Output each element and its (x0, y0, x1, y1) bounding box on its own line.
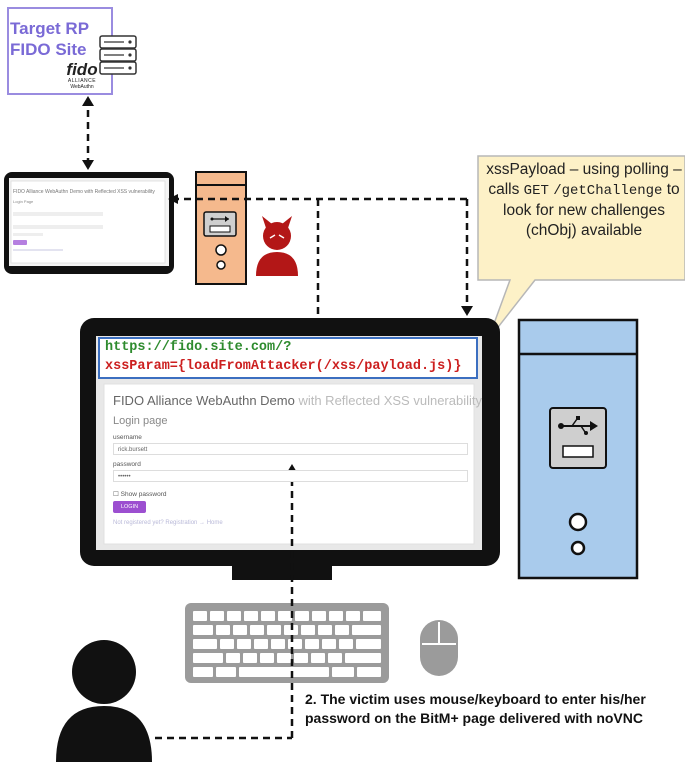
fido-logo-webauthn: WebAuthn (70, 84, 94, 90)
show-password-label: Show password (120, 491, 167, 498)
login-button[interactable]: LOGIN (113, 501, 146, 513)
fido-logo: fido ALLIANCE WebAuthn (62, 60, 102, 90)
attacker-screen-login: Login Page (13, 199, 34, 204)
url-bar-line1[interactable]: https://fido.site.com/? (105, 340, 292, 355)
fido-logo-word: fido (66, 60, 98, 79)
target-rp-site (7, 7, 137, 95)
callout-part2: to look for new challenges (chObj) avail… (503, 180, 680, 239)
callout-bubble (477, 155, 685, 341)
attacker-computer-tower (195, 171, 247, 285)
attacker-screen-button (13, 240, 27, 245)
victim-computer-tower (517, 318, 639, 580)
victim-caption: 2. The victim uses mouse/keyboard to ent… (305, 691, 646, 726)
url-bar-line2[interactable]: xssParam={loadFromAttacker(/xss/payload.… (105, 359, 462, 374)
login-heading: Login page (113, 415, 168, 427)
callout-code-endpoint: /getChallenge (553, 182, 663, 199)
page-title-main: FIDO Alliance WebAuthn Demo (113, 393, 295, 408)
callout-text: xssPayload – using polling – calls GET /… (480, 160, 685, 240)
attacker-screen-title: FIDO Alliance WebAuthn Demo with Reflect… (13, 189, 155, 195)
keyboard-icon (185, 603, 389, 683)
usb-icon (210, 216, 229, 222)
fido-logo-alliance: ALLIANCE (67, 78, 97, 84)
username-label: username (113, 434, 142, 441)
devil-icon (256, 216, 298, 276)
person-icon (56, 640, 152, 762)
register-link[interactable]: Not registered yet? Registration → Home (113, 520, 223, 526)
target-site-line2: FIDO Site (10, 40, 87, 59)
attacker-monitor (4, 172, 174, 274)
page-title: FIDO Alliance WebAuthn Demo with Reflect… (113, 393, 482, 408)
target-site-label: Target RP FIDO Site (10, 18, 95, 60)
show-password-checkbox[interactable]: ☐ Show password (113, 491, 167, 498)
page-title-suffix: with Reflected XSS vulnerability (294, 393, 482, 408)
callout-code-get: GET (523, 182, 549, 199)
callout-part1: xssPayload – using polling – calls (486, 161, 682, 198)
password-field[interactable]: •••••• (113, 470, 468, 482)
server-icon (99, 35, 137, 75)
password-label: password (113, 461, 141, 468)
target-site-line1: Target RP (10, 19, 90, 38)
username-field[interactable]: rick.bursett (113, 443, 468, 455)
usb-icon (558, 416, 598, 435)
mouse-icon (420, 620, 458, 676)
